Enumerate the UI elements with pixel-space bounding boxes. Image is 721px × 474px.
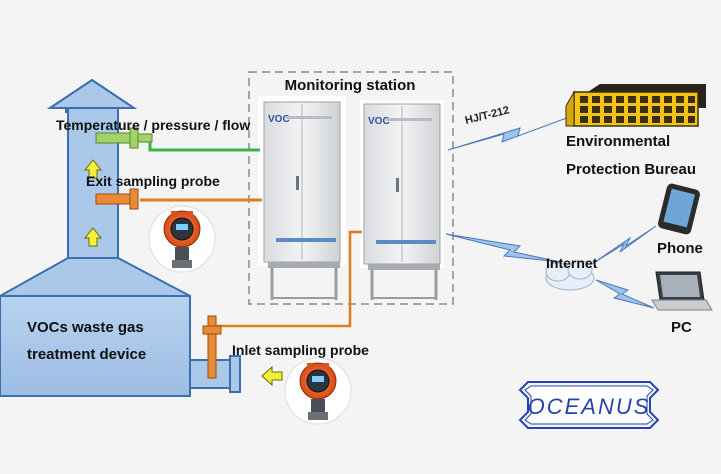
inlet-flange	[229, 355, 241, 393]
left-arrow-icon	[261, 365, 283, 387]
internet-label: Internet	[546, 255, 598, 271]
logo-text: OCEANUS	[528, 394, 651, 419]
device-label-line1: VOCs waste gas	[27, 319, 144, 336]
inlet-probe-label: Inlet sampling probe	[232, 342, 369, 358]
pc-label: PC	[671, 319, 692, 336]
lightning-link-icon	[445, 115, 657, 309]
inlet-sample-line	[212, 230, 362, 328]
device-label-line2: treatment device	[27, 346, 146, 363]
protocol-label: HJ/T-212	[464, 104, 511, 127]
exit-sampling-probe	[95, 188, 139, 210]
inlet-sampling-probe	[202, 315, 222, 379]
cabinet-brand: VOC	[268, 114, 290, 125]
bureau-label-line2: Protection Bureau	[566, 161, 696, 178]
cloud-icon	[545, 260, 595, 291]
oceanus-logo: OCEANUS	[518, 381, 660, 429]
temp-pressure-flow-sensor	[95, 127, 153, 149]
up-arrow-icon	[83, 227, 103, 247]
gas-detector-icon	[148, 205, 216, 273]
up-arrow-icon	[83, 159, 103, 179]
exit-probe-label: Exit sampling probe	[86, 173, 220, 189]
analyzer-cabinet-2: VOC	[360, 100, 444, 300]
phone-icon	[658, 183, 700, 235]
signal-lines	[140, 140, 362, 328]
building-icon	[565, 84, 706, 127]
cabinet-brand: VOC	[368, 116, 390, 127]
temp-pressure-flow-label: Temperature / pressure / flow	[56, 117, 250, 133]
laptop-icon	[651, 271, 713, 311]
station-title: Monitoring station	[285, 77, 416, 94]
device-body	[0, 295, 191, 397]
gas-detector-icon	[284, 357, 352, 425]
analyzer-cabinet-1: VOC	[258, 96, 346, 300]
green-signal-line	[148, 140, 260, 152]
bureau-label-line1: Environmental	[566, 133, 670, 150]
phone-label: Phone	[657, 240, 703, 257]
monitoring-station: Monitoring station VOC VOC	[248, 71, 454, 305]
